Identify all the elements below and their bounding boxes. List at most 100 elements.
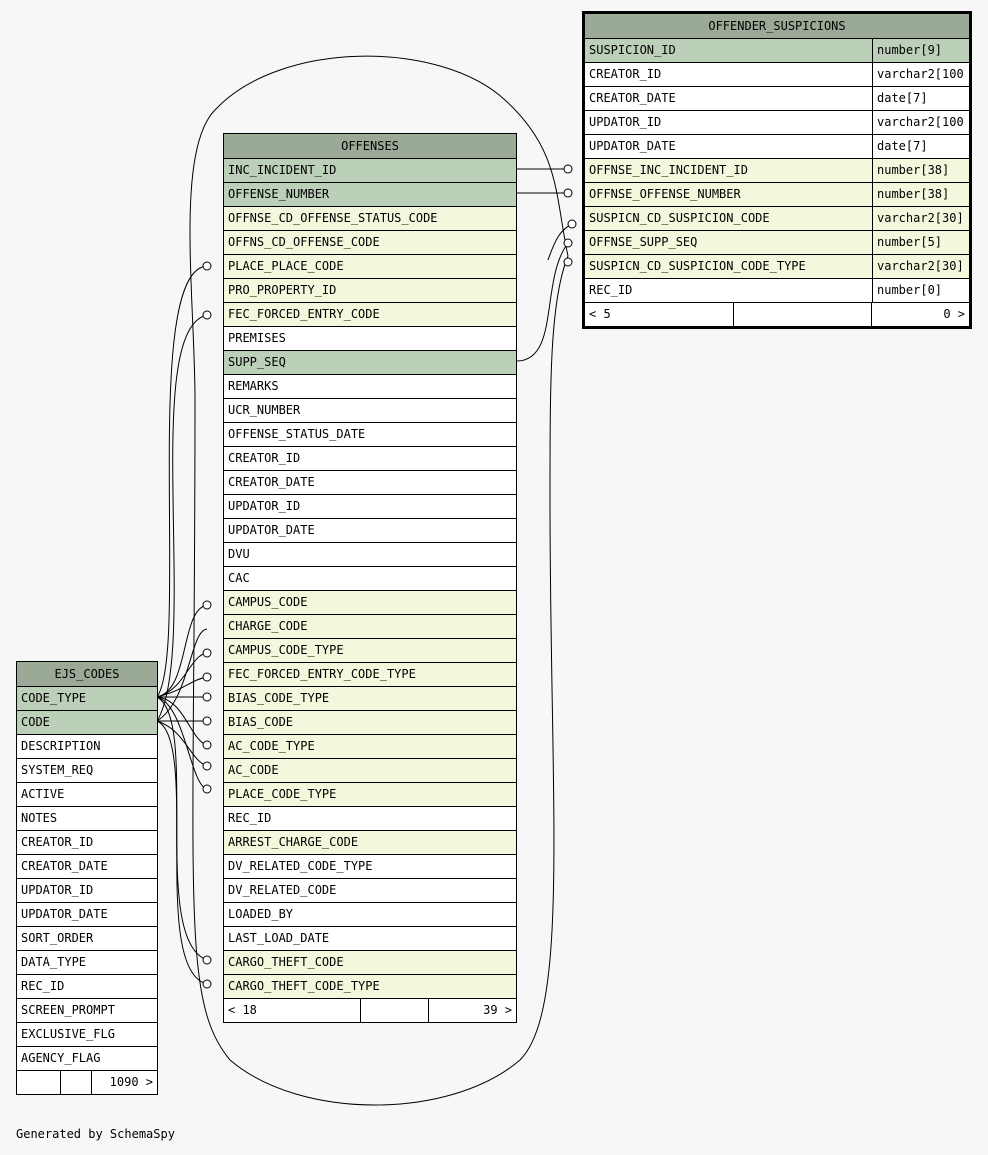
table-row[interactable]: REMARKS xyxy=(224,375,516,399)
column-name: OFFNSE_INC_INCIDENT_ID xyxy=(589,163,748,177)
table-row[interactable]: OFFNSE_INC_INCIDENT_ID number[38] xyxy=(585,159,969,183)
table-row[interactable]: CAMPUS_CODE xyxy=(224,591,516,615)
table-row[interactable]: UCR_NUMBER xyxy=(224,399,516,423)
column-type: varchar2[30] xyxy=(872,207,969,230)
relationship-loop xyxy=(189,55,569,1106)
column-name: CARGO_THEFT_CODE xyxy=(228,955,344,969)
table-row[interactable]: NOTES xyxy=(17,807,157,831)
table-row[interactable]: DV_RELATED_CODE xyxy=(224,879,516,903)
column-name: CAMPUS_CODE xyxy=(228,595,308,609)
table-row[interactable]: BIAS_CODE_TYPE xyxy=(224,687,516,711)
column-name: REMARKS xyxy=(228,379,279,393)
table-row[interactable]: CREATOR_DATE xyxy=(224,471,516,495)
table-row[interactable]: DV_RELATED_CODE_TYPE xyxy=(224,855,516,879)
table-row[interactable]: REC_ID xyxy=(224,807,516,831)
column-name: CREATOR_DATE xyxy=(228,475,315,489)
column-name: FEC_FORCED_ENTRY_CODE xyxy=(228,307,380,321)
table-row[interactable]: SYSTEM_REQ xyxy=(17,759,157,783)
table-row[interactable]: UPDATOR_ID xyxy=(224,495,516,519)
column-name: LAST_LOAD_DATE xyxy=(228,931,330,945)
table-row[interactable]: OFFENSE_NUMBER xyxy=(224,183,516,207)
table-row[interactable]: FEC_FORCED_ENTRY_CODE_TYPE xyxy=(224,663,516,687)
column-name: SORT_ORDER xyxy=(21,931,94,945)
column-name: SCREEN_PROMPT xyxy=(21,1003,115,1017)
parents-count[interactable]: < 5 xyxy=(585,303,734,326)
table-row[interactable]: SUPP_SEQ xyxy=(224,351,516,375)
table-row[interactable]: CREATOR_ID xyxy=(224,447,516,471)
table-row[interactable]: OFFENSE_STATUS_DATE xyxy=(224,423,516,447)
table-footer: < 18 39 > xyxy=(224,999,516,1022)
table-row[interactable]: CODE xyxy=(17,711,157,735)
column-name: CAC xyxy=(228,571,250,585)
column-name: DV_RELATED_CODE xyxy=(228,883,337,897)
table-row[interactable]: AGENCY_FLAG xyxy=(17,1047,157,1071)
children-count[interactable]: 1090 > xyxy=(109,1075,153,1089)
table-row[interactable]: CAMPUS_CODE_TYPE xyxy=(224,639,516,663)
column-type: varchar2[100 xyxy=(872,111,969,134)
table-row[interactable]: CREATOR_ID xyxy=(17,831,157,855)
column-name: AC_CODE xyxy=(228,763,279,777)
table-row[interactable]: EXCLUSIVE_FLG xyxy=(17,1023,157,1047)
table-row[interactable]: UPDATOR_DATE xyxy=(224,519,516,543)
table-row[interactable]: UPDATOR_ID xyxy=(17,879,157,903)
column-name: BIAS_CODE xyxy=(228,715,294,729)
table-row[interactable]: DVU xyxy=(224,543,516,567)
relationship-supp-seq xyxy=(516,242,569,362)
column-name: CAMPUS_CODE_TYPE xyxy=(228,643,344,657)
table-row[interactable]: PLACE_CODE_TYPE xyxy=(224,783,516,807)
table-row[interactable]: SORT_ORDER xyxy=(17,927,157,951)
children-count[interactable]: 39 > xyxy=(483,1003,512,1017)
column-name: CREATOR_ID xyxy=(21,835,94,849)
table-row[interactable]: LAST_LOAD_DATE xyxy=(224,927,516,951)
parents-count[interactable]: < 18 xyxy=(224,999,361,1022)
table-row[interactable]: UPDATOR_DATE xyxy=(17,903,157,927)
parents-count[interactable] xyxy=(17,1071,61,1094)
table-row[interactable]: PLACE_PLACE_CODE xyxy=(224,255,516,279)
column-name: DVU xyxy=(228,547,250,561)
table-row[interactable]: INC_INCIDENT_ID xyxy=(224,159,516,183)
table-row[interactable]: LOADED_BY xyxy=(224,903,516,927)
table-row[interactable]: ARREST_CHARGE_CODE xyxy=(224,831,516,855)
column-name: OFFENSE_STATUS_DATE xyxy=(228,427,366,441)
table-row[interactable]: BIAS_CODE xyxy=(224,711,516,735)
table-row[interactable]: ACTIVE xyxy=(17,783,157,807)
table-row[interactable]: CAC xyxy=(224,567,516,591)
table-row[interactable]: OFFNS_CD_OFFENSE_CODE xyxy=(224,231,516,255)
column-name: BIAS_CODE_TYPE xyxy=(228,691,330,705)
table-row[interactable]: FEC_FORCED_ENTRY_CODE xyxy=(224,303,516,327)
table-row[interactable]: CHARGE_CODE xyxy=(224,615,516,639)
table-row[interactable]: DESCRIPTION xyxy=(17,735,157,759)
table-row[interactable]: CARGO_THEFT_CODE xyxy=(224,951,516,975)
table-row[interactable]: PREMISES xyxy=(224,327,516,351)
table-row[interactable]: CODE_TYPE xyxy=(17,687,157,711)
table-row[interactable]: AC_CODE_TYPE xyxy=(224,735,516,759)
table-row[interactable]: REC_ID xyxy=(17,975,157,999)
column-name: SYSTEM_REQ xyxy=(21,763,94,777)
table-title: OFFENSES xyxy=(224,134,516,159)
column-name: DESCRIPTION xyxy=(21,739,101,753)
table-row[interactable]: OFFNSE_CD_OFFENSE_STATUS_CODE xyxy=(224,207,516,231)
table-row[interactable]: PRO_PROPERTY_ID xyxy=(224,279,516,303)
column-type: varchar2[30] xyxy=(872,255,969,278)
table-row[interactable]: CREATOR_DATE xyxy=(17,855,157,879)
table-row[interactable]: DATA_TYPE xyxy=(17,951,157,975)
table-row[interactable]: AC_CODE xyxy=(224,759,516,783)
column-type: number[38] xyxy=(872,159,969,182)
table-row[interactable]: SCREEN_PROMPT xyxy=(17,999,157,1023)
table-row[interactable]: CARGO_THEFT_CODE_TYPE xyxy=(224,975,516,999)
children-count[interactable]: 0 > xyxy=(943,307,965,321)
